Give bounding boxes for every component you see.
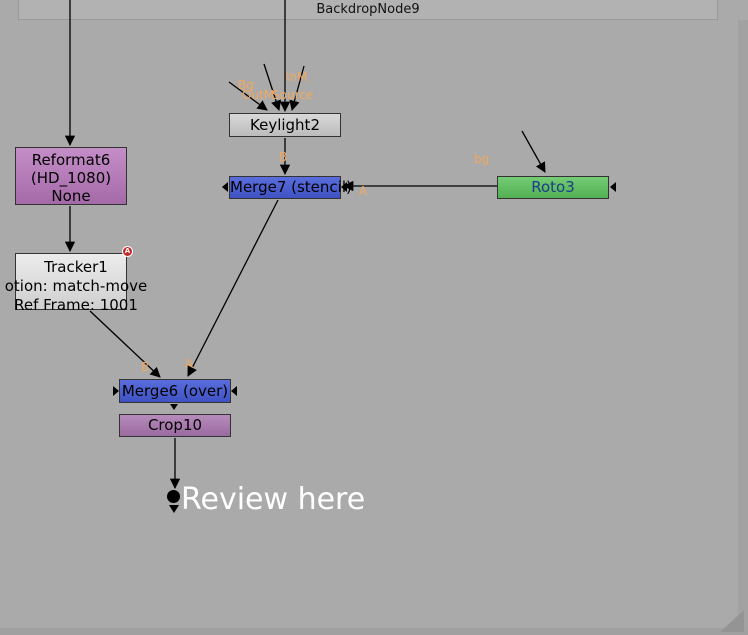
node-merge7[interactable]: Merge7 (stencil) — [229, 176, 352, 199]
merge6-mask-input-arrow[interactable] — [113, 386, 119, 396]
wire-roto-input — [521, 130, 546, 173]
merge6-to-crop-arrow — [170, 404, 178, 410]
merge7-mask-input-arrow[interactable] — [222, 182, 228, 192]
roto-mask-input-arrow[interactable] — [610, 182, 616, 192]
merge7-input-b: B — [279, 150, 288, 164]
merge6-output-arrow[interactable] — [231, 386, 237, 396]
node-roto3[interactable]: Roto3 — [497, 176, 609, 199]
dot-output-arrow — [169, 505, 179, 513]
node-crop10[interactable]: Crop10 — [119, 414, 231, 437]
backdrop-resize-handle[interactable] — [720, 610, 744, 632]
tracker-badge-icon: A — [122, 246, 133, 257]
node-keylight2[interactable]: Keylight2 — [229, 113, 341, 137]
wire-keylight-bg — [228, 81, 268, 111]
wire-keylight-inm — [289, 65, 305, 112]
keylight-input-outm: OutM — [242, 88, 275, 102]
backdrop-title[interactable]: BackdropNode9 — [18, 0, 718, 20]
backdrop-edge-right — [738, 20, 748, 635]
merge7-input-a: A — [359, 184, 368, 198]
roto-input-bg: bg — [474, 152, 490, 166]
wire-merge7-to-merge6 — [187, 199, 279, 377]
merge7-a-input-arrow[interactable] — [341, 182, 347, 192]
node-tracker1[interactable]: Tracker1 otion: match-move Ref Frame: 10… — [5, 253, 147, 314]
dot-node[interactable] — [167, 490, 180, 503]
node-reformat6[interactable]: Reformat6 (HD_1080) None — [15, 147, 127, 205]
backdrop-edge-bottom — [0, 628, 748, 635]
node-merge6[interactable]: Merge6 (over) — [119, 379, 231, 403]
keylight-input-bg: Bg — [238, 78, 254, 92]
wire-tracker-to-merge6 — [89, 310, 161, 378]
merge6-input-b: B — [141, 360, 150, 374]
merge6-input-a: A — [185, 357, 194, 371]
wire-keylight-outm — [263, 63, 282, 111]
keylight-input-source: Source — [272, 88, 314, 102]
dot-label: Review here — [181, 482, 366, 517]
keylight-input-inm: InM — [286, 70, 308, 84]
